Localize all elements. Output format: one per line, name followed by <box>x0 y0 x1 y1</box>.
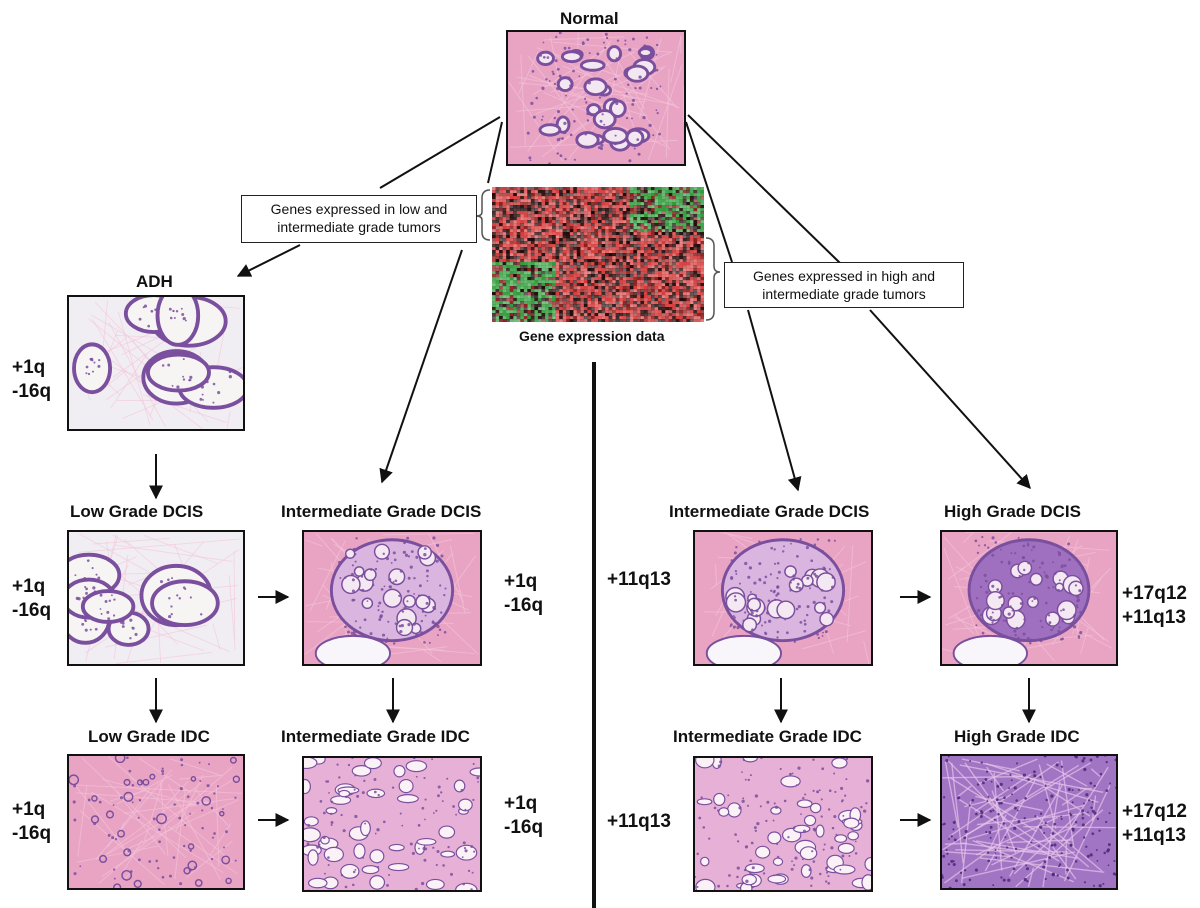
low-intermediate-genes-callout: Genes expressed in low and intermediate … <box>241 195 477 243</box>
high-dcis-histology-image <box>940 530 1118 666</box>
int-idc-right-histology-image <box>693 756 873 892</box>
int-dcis-right-histology-image <box>693 530 873 666</box>
int-dcis-right-genetic-changes: +11q13 <box>607 569 671 590</box>
int-dcis-right-label: Intermediate Grade DCIS <box>669 502 870 521</box>
normal-to-callout-line <box>379 116 501 189</box>
int-idc-left-genetic-changes: +1q -16q <box>504 793 544 838</box>
int-idc-right-label: Intermediate Grade IDC <box>673 727 862 746</box>
high-dcis-label: High Grade DCIS <box>944 502 1081 521</box>
arrow-to-high-dcis <box>869 309 1031 490</box>
int-idc-left-histology-image <box>302 756 482 892</box>
low-idc-histology-image <box>67 754 245 890</box>
low-dcis-histology-image <box>67 530 245 666</box>
int-dcis-left-histology-image <box>302 530 482 666</box>
high-intermediate-genes-callout: Genes expressed in high and intermediate… <box>724 262 964 308</box>
normal-histology-image <box>506 30 686 166</box>
high-idc-genetic-changes: +17q12 +11q13 <box>1122 801 1187 846</box>
low-dcis-label: Low Grade DCIS <box>70 502 204 521</box>
int-idc-right-genetic-changes: +11q13 <box>607 811 671 832</box>
adh-label: ADH <box>136 272 173 291</box>
low-idc-genetic-changes: +1q -16q <box>12 799 52 844</box>
high-grade-brace <box>705 237 721 321</box>
gene-expression-heatmap <box>492 187 704 322</box>
low-idc-label: Low Grade IDC <box>88 727 210 746</box>
low-grade-brace <box>475 189 491 241</box>
normal-to-right-callout-line-2 <box>687 114 841 264</box>
low-dcis-genetic-changes: +1q -16q <box>12 576 52 621</box>
normal-label: Normal <box>560 9 619 28</box>
high-dcis-genetic-changes: +17q12 +11q13 <box>1122 583 1187 628</box>
int-idc-left-label: Intermediate Grade IDC <box>281 727 470 746</box>
high-idc-histology-image <box>940 754 1118 890</box>
arrow-to-int-dcis-left <box>379 249 463 484</box>
adh-genetic-changes: +1q -16q <box>12 357 52 402</box>
arrow-to-int-dcis-right <box>747 309 802 492</box>
int-dcis-left-genetic-changes: +1q -16q <box>504 571 544 616</box>
int-dcis-left-label: Intermediate Grade DCIS <box>281 502 482 521</box>
normal-to-right-callout-line <box>685 121 733 263</box>
adh-histology-image <box>67 295 245 431</box>
normal-to-heatmap-line <box>487 121 503 184</box>
arrow-to-adh <box>236 244 301 277</box>
heatmap-caption: Gene expression data <box>519 328 665 344</box>
high-idc-label: High Grade IDC <box>954 727 1080 746</box>
